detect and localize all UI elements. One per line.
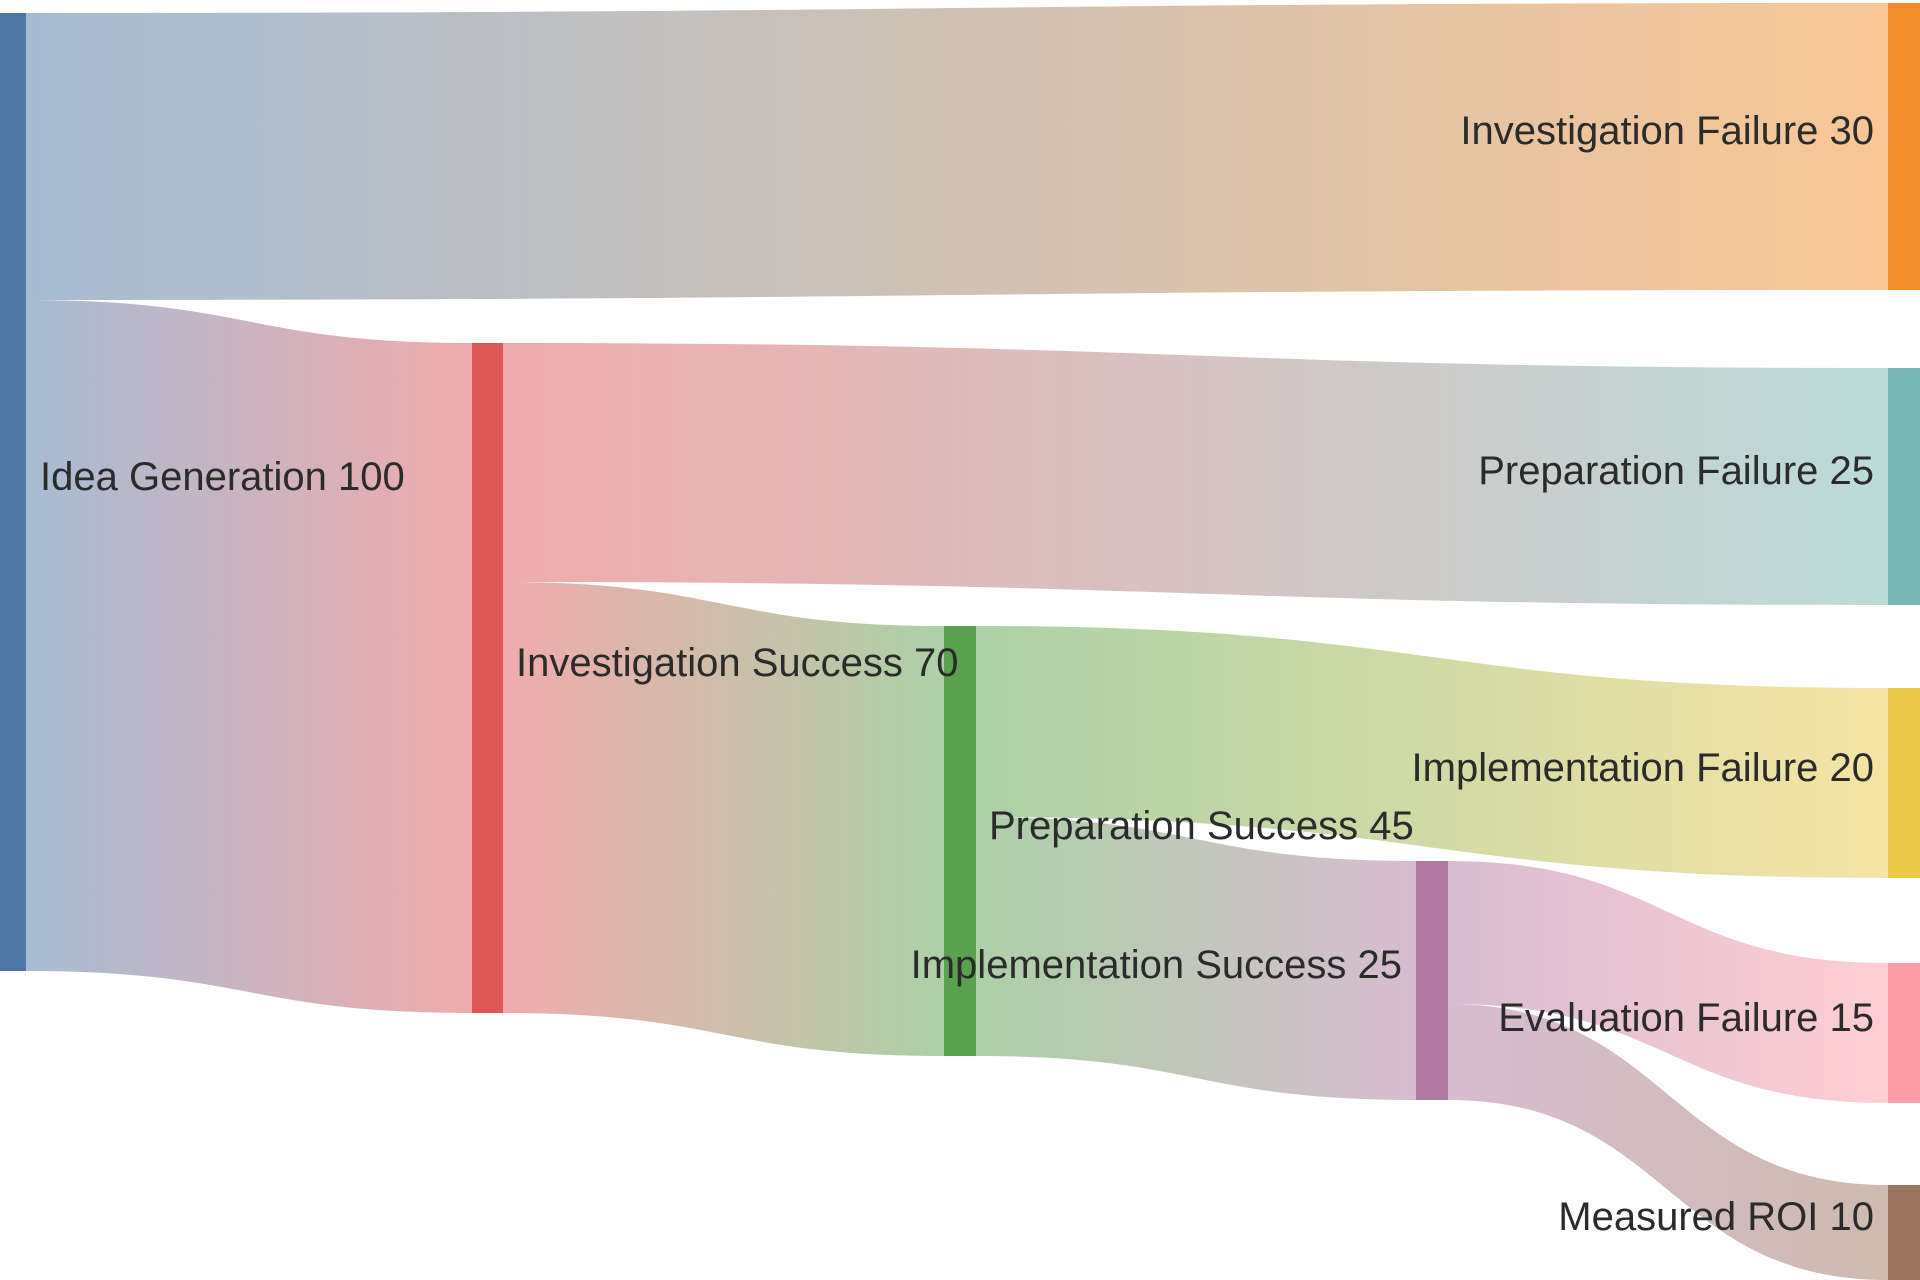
link-implementation-success-to-evaluation-failure [1448,861,1888,1103]
node-label-implementation-success: Implementation Success 25 [911,943,1402,987]
node-label-investigation-success: Investigation Success 70 [516,641,958,685]
node-investigation-success [472,343,503,1013]
node-label-implementation-failure: Implementation Failure 20 [1412,746,1874,790]
node-label-preparation-success: Preparation Success 45 [989,804,1414,848]
node-label-preparation-failure: Preparation Failure 25 [1478,449,1874,493]
node-label-idea-generation: Idea Generation 100 [40,455,405,499]
node-label-measured-roi: Measured ROI 10 [1558,1195,1874,1239]
node-implementation-failure [1888,688,1920,878]
node-label-investigation-failure: Investigation Failure 30 [1460,109,1874,153]
node-measured-roi [1888,1185,1920,1280]
link-implementation-success-to-measured-roi [1448,1004,1888,1280]
node-preparation-success [944,626,976,1056]
node-label-evaluation-failure: Evaluation Failure 15 [1498,996,1874,1040]
link-idea-generation-to-investigation-failure [26,3,1888,300]
link-idea-generation-to-investigation-success [26,300,472,1013]
link-investigation-success-to-preparation-success [503,582,944,1056]
node-evaluation-failure [1888,963,1920,1103]
link-preparation-success-to-implementation-failure [976,626,1888,878]
node-idea-generation [0,13,26,971]
link-investigation-success-to-preparation-failure [503,343,1888,605]
node-implementation-success [1416,861,1448,1100]
node-preparation-failure [1888,368,1920,605]
node-investigation-failure [1888,3,1920,290]
link-preparation-success-to-implementation-success [976,817,1416,1100]
